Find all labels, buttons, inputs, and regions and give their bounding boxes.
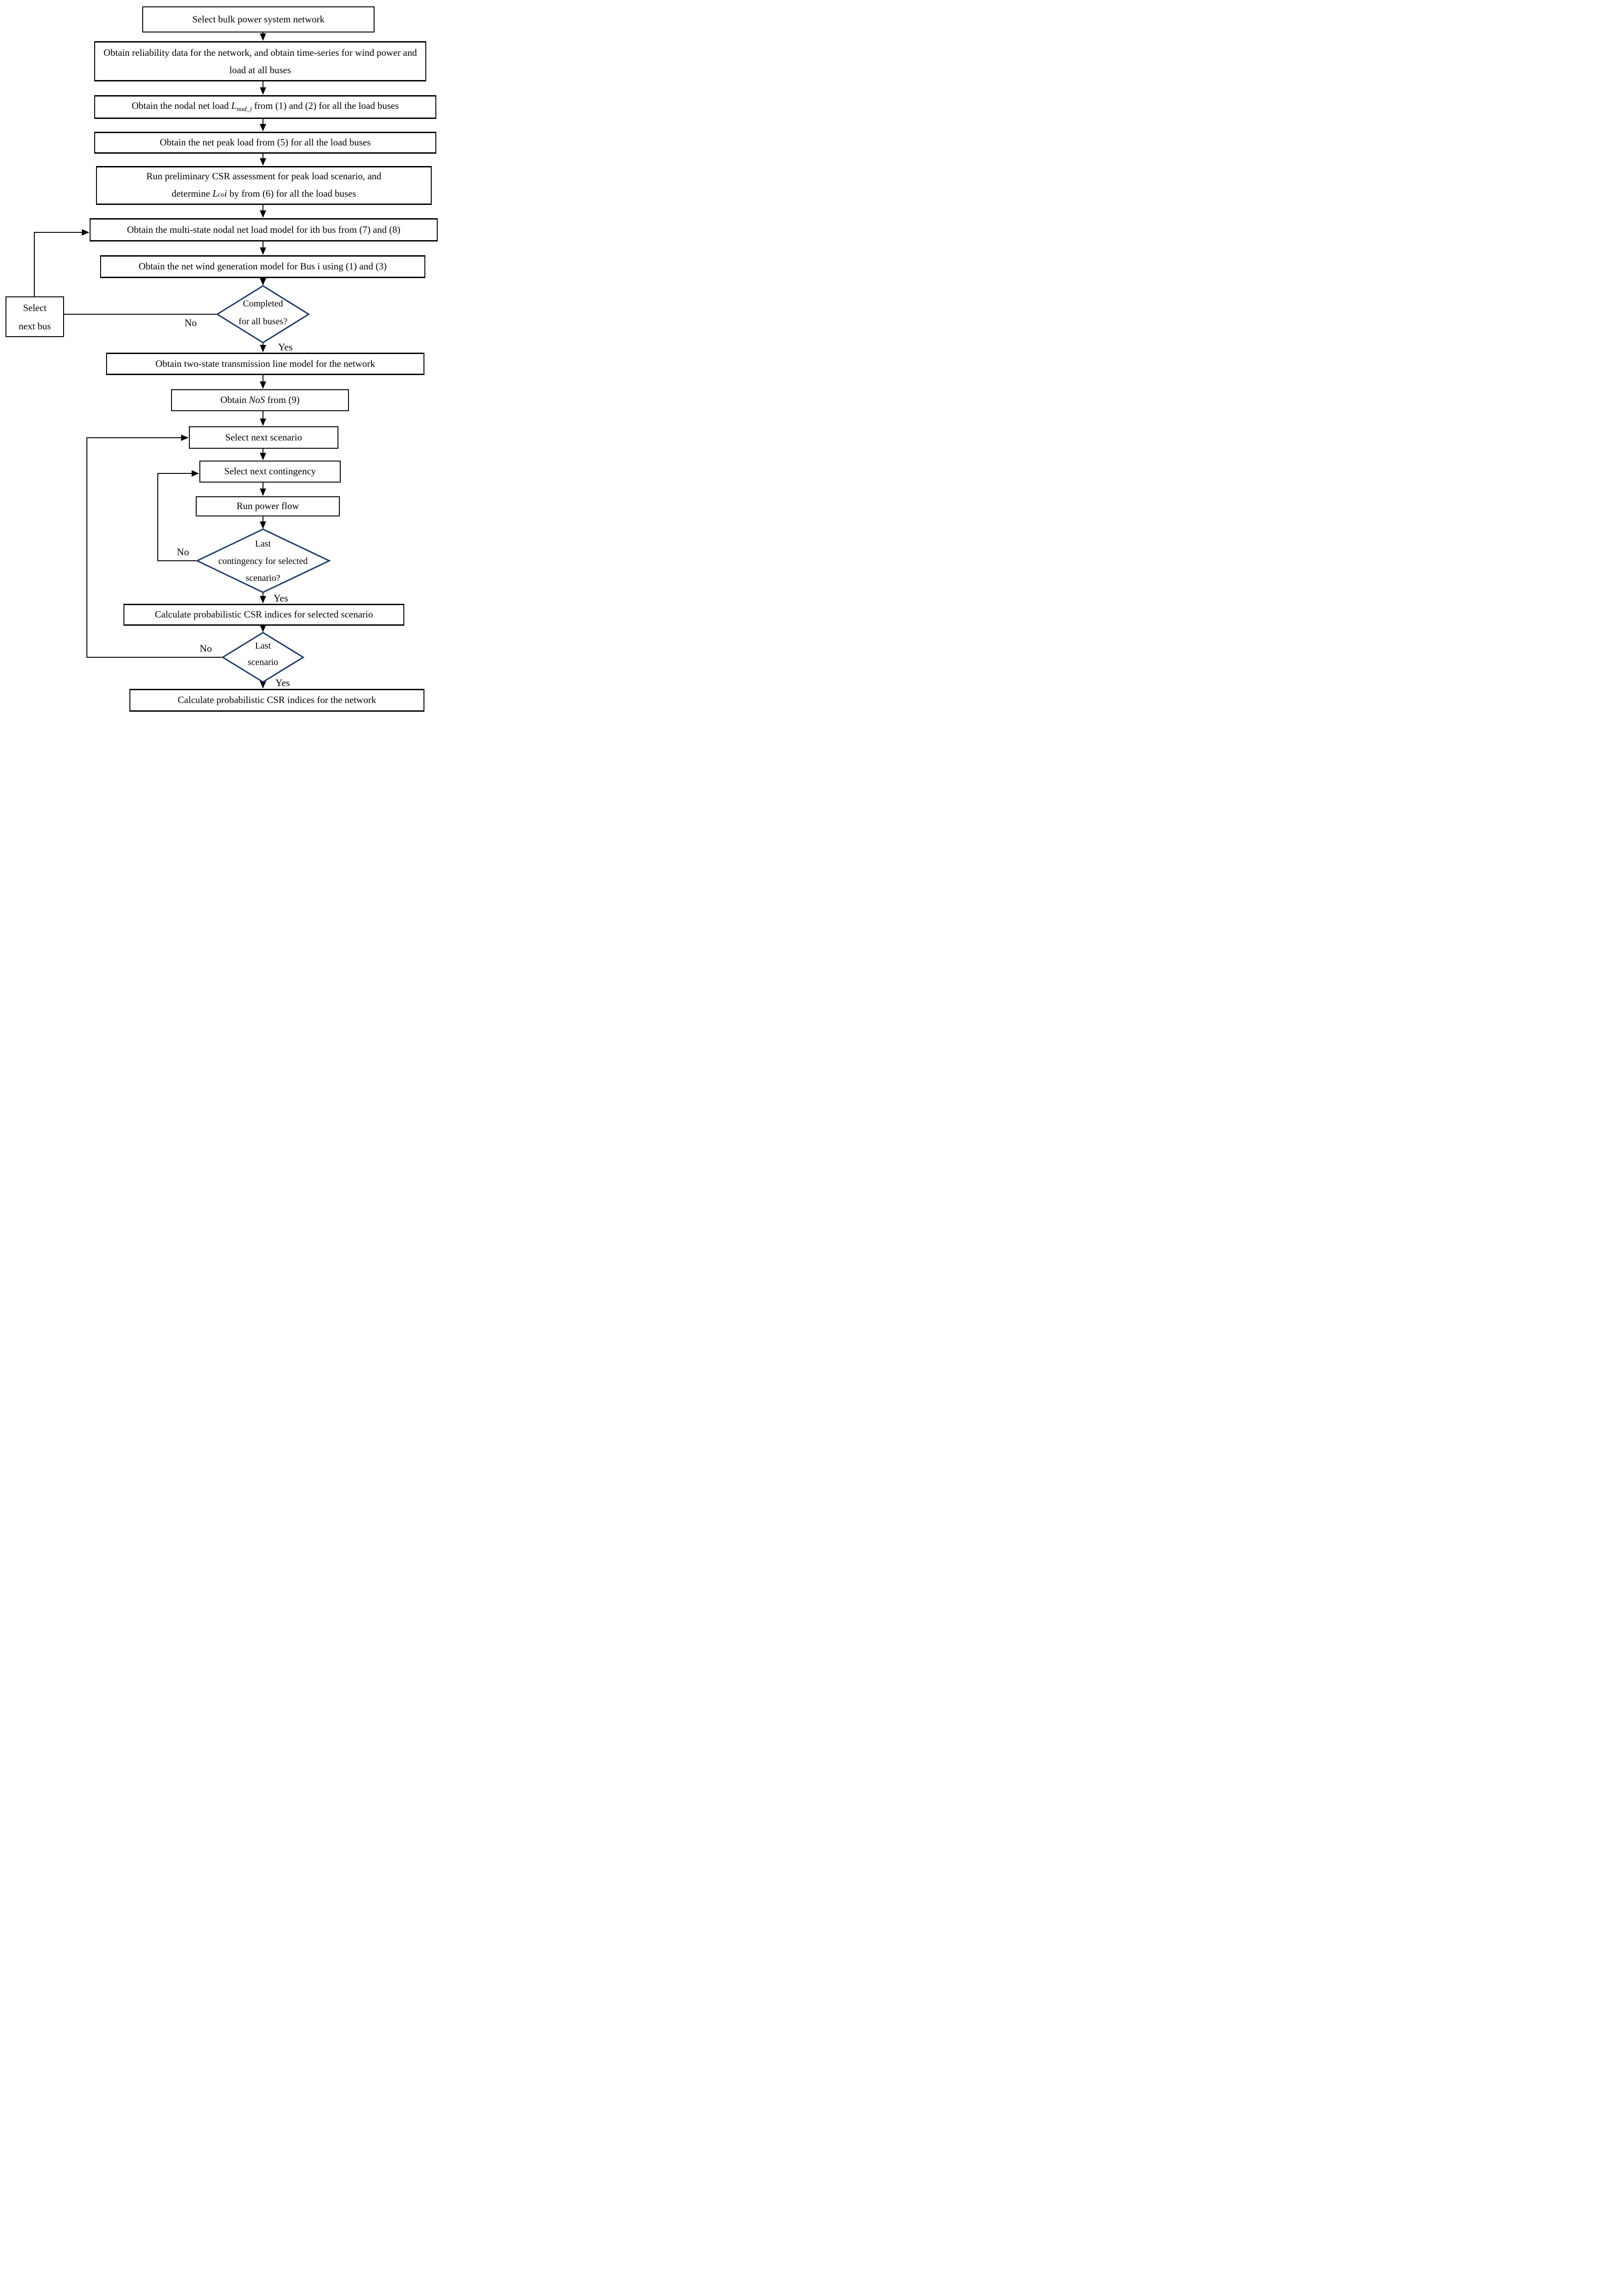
node-line-1: Select	[23, 302, 47, 313]
node-obtain-multistate-nodal-net-load: Obtain the multi-state nodal net load mo…	[90, 218, 438, 242]
decision-line-2: contingency for selected	[218, 556, 308, 566]
node-select-next-scenario: Select next scenario	[189, 426, 338, 449]
node-select-bulk-power-system-network: Select bulk power system network	[142, 6, 375, 32]
flowchart: Select bulk power system network Obtain …	[0, 0, 448, 725]
node-obtain-two-state-line-model: Obtain two-state transmission line model…	[106, 353, 424, 375]
text-segment: Obtain	[220, 394, 249, 406]
decision-label-last-scenario: Last scenario	[226, 638, 300, 671]
decision-last-scenario	[221, 632, 305, 683]
node-label: Run power flow	[236, 500, 299, 512]
text-segment: from (1) and (2) for all the load buses	[252, 100, 399, 112]
node-run-preliminary-csr: Run preliminary CSR assessment for peak …	[96, 166, 432, 205]
node-obtain-net-peak-load: Obtain the net peak load from (5) for al…	[94, 132, 436, 154]
edge-no-to-select-next-contingency	[157, 470, 199, 561]
edge-label-no-contingency: No	[177, 546, 189, 558]
node-label: Obtain reliability data for the network,…	[103, 47, 417, 75]
node-label: Obtain the net peak load from (5) for al…	[160, 137, 371, 148]
edge-label-yes-buses: Yes	[278, 341, 293, 353]
math-variable: i	[224, 188, 227, 199]
edge-label-no-buses: No	[184, 317, 197, 328]
node-obtain-net-wind-generation: Obtain the net wind generation model for…	[100, 255, 425, 278]
node-label: Obtain NoS from (9)	[220, 394, 300, 406]
decision-last-contingency	[195, 528, 331, 593]
text-segment: from (9)	[265, 394, 300, 406]
decision-completed-for-all-buses	[216, 285, 310, 344]
node-calc-csr-network: Calculate probabilistic CSR indices for …	[129, 689, 424, 712]
node-label: Obtain the multi-state nodal net load mo…	[127, 224, 401, 235]
connector-layer	[34, 32, 331, 688]
node-run-power-flow: Run power flow	[196, 496, 340, 516]
math-variable: L	[231, 100, 237, 112]
decision-line-1: Last	[255, 539, 271, 549]
node-label: Select next contingency	[224, 466, 316, 477]
decision-line-1: Completed	[243, 299, 283, 309]
math-variable-smallcaps: co	[218, 191, 225, 199]
edge-select-next-bus-to-obtain-multistate	[34, 229, 89, 296]
text-segment: Obtain the nodal net load	[131, 100, 231, 112]
node-select-next-contingency: Select next contingency	[199, 461, 341, 483]
math-variable: L	[212, 188, 218, 199]
node-select-next-bus: Select next bus	[5, 296, 64, 337]
node-obtain-nodal-net-load: Obtain the nodal net load Lnod_i from (1…	[94, 95, 436, 119]
text-segment: by from (6) for all the load buses	[227, 188, 356, 199]
edge-label-yes-scenario: Yes	[275, 677, 290, 688]
node-label: Obtain two-state transmission line model…	[155, 358, 375, 369]
node-line-2: next bus	[18, 320, 51, 332]
node-obtain-reliability-data: Obtain reliability data for the network,…	[94, 41, 426, 81]
node-obtain-nos: Obtain NoS from (9)	[171, 389, 349, 411]
edge-no-to-select-next-scenario	[86, 435, 223, 658]
decision-label-completed-for-all-buses: Completed for all buses?	[217, 295, 309, 331]
decision-line-2: scenario	[247, 657, 279, 667]
decision-line-2: for all buses?	[238, 317, 288, 327]
decision-line-1: Last	[255, 641, 271, 651]
edge-label-yes-contingency: Yes	[273, 592, 288, 604]
node-label: Select bulk power system network	[192, 13, 325, 25]
node-line-1: Run preliminary CSR assessment for peak …	[146, 171, 381, 182]
node-calc-csr-selected-scenario: Calculate probabilistic CSR indices for …	[123, 604, 404, 626]
node-line-2: determine Lcoi by from (6) for all the l…	[172, 185, 356, 204]
math-subscript: nod_i	[236, 106, 252, 113]
edge-label-no-scenario: No	[199, 643, 212, 654]
text-segment: determine	[172, 188, 213, 199]
math-variable: NoS	[249, 394, 265, 406]
node-label: Obtain the nodal net load Lnod_i from (1…	[132, 100, 399, 114]
node-label: Calculate probabilistic CSR indices for …	[155, 609, 373, 620]
node-label: Calculate probabilistic CSR indices for …	[177, 694, 376, 706]
node-label: Obtain the net wind generation model for…	[139, 261, 387, 272]
decision-label-last-contingency: Last contingency for selected scenario?	[197, 536, 329, 587]
node-label: Select next scenario	[225, 431, 302, 443]
decision-line-3: scenario?	[246, 573, 280, 583]
